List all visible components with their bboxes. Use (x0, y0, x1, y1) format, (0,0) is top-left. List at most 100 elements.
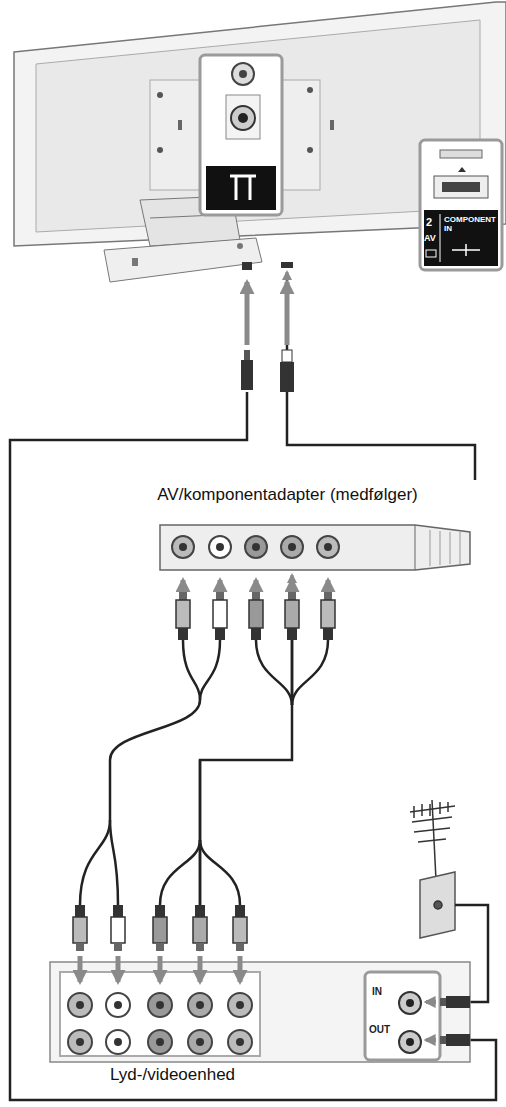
drawing-stroke (244, 350, 250, 360)
antenna-inset (200, 55, 282, 215)
drawing-stroke (179, 592, 187, 600)
drawing-stroke (114, 1001, 122, 1009)
drawing-stroke (116, 956, 121, 982)
drawing-stroke (452, 244, 480, 256)
drawing-stroke (193, 917, 207, 943)
drawing-stroke (80, 820, 110, 905)
part-label: AV/komponentadapter (medfølger) (157, 486, 417, 505)
av-device (50, 962, 470, 1062)
drawing-stroke (156, 1038, 164, 1046)
drawing-stroke (160, 525, 470, 570)
drawing-stroke (188, 993, 212, 1017)
antenna-plugs (426, 996, 470, 1046)
coax-cable (10, 392, 496, 1100)
drawing-stroke (440, 1036, 446, 1044)
drawing-stroke (252, 543, 260, 551)
drawing-stroke (430, 530, 460, 566)
port-label: IN (372, 986, 382, 997)
drawing-stroke (446, 996, 470, 1008)
drawing-stroke (426, 1000, 436, 1004)
drawing-stroke (406, 999, 414, 1007)
adapter-box: AV/komponentadapter (medfølger) (85, 480, 490, 575)
drawing-stroke (281, 262, 293, 268)
drawing-stroke (153, 917, 167, 943)
drawing-stroke (426, 1038, 436, 1042)
drawing-stroke (236, 1001, 244, 1009)
drawing-stroke (236, 943, 244, 951)
drawing-stroke (252, 592, 260, 600)
drawing-stroke (36, 20, 480, 232)
drawing-stroke (440, 214, 441, 262)
drawing-stroke (114, 1038, 122, 1046)
drawing-stroke (198, 956, 203, 982)
drawing-stroke (156, 943, 164, 951)
drawing-stroke (230, 176, 256, 200)
drawing-stroke (434, 176, 488, 198)
drawing-stroke (148, 1030, 172, 1054)
drawing-stroke (196, 1001, 204, 1009)
drawing-stroke (110, 700, 200, 820)
drawing-stroke (50, 962, 470, 1062)
drawing-stroke (330, 120, 334, 130)
drawing-stroke (254, 580, 259, 590)
drawing-stroke (237, 243, 243, 249)
drawing-stroke (75, 905, 85, 917)
drawing-stroke (245, 536, 267, 558)
drawing-stroke (200, 840, 240, 905)
drawing-stroke (290, 580, 295, 590)
port-label: COMPONENT IN (444, 216, 496, 234)
drawing-stroke (236, 1038, 244, 1046)
drawing-stroke (73, 917, 87, 943)
drawing-stroke (181, 580, 186, 590)
drawing-stroke (292, 640, 328, 705)
rca-plugs (73, 580, 335, 982)
drawing-stroke (281, 536, 303, 558)
drawing-stroke (176, 600, 190, 628)
drawing-stroke (235, 905, 245, 917)
drawing-stroke (106, 993, 130, 1017)
drawing-stroke (228, 993, 252, 1017)
drawing-stroke (156, 1001, 164, 1009)
drawing-stroke (282, 350, 292, 362)
drawing-stroke (317, 536, 339, 558)
drawing-stroke (157, 147, 163, 153)
drawing-stroke (324, 592, 332, 600)
port-label: OUT (369, 1024, 390, 1035)
drawing-stroke (76, 1038, 84, 1046)
drawing-stroke (321, 600, 335, 628)
drawing-stroke (155, 905, 165, 917)
drawing-stroke (213, 600, 227, 628)
drawing-stroke (195, 905, 205, 917)
drawing-stroke (196, 943, 204, 951)
drawing-stroke (238, 113, 248, 123)
drawing-stroke (399, 992, 421, 1014)
drawing-stroke (249, 600, 263, 628)
drawing-stroke (406, 1038, 414, 1046)
drawing-stroke (242, 262, 252, 270)
drawing-stroke (178, 120, 182, 130)
drawing-stroke (280, 362, 294, 392)
drawing-stroke (287, 628, 297, 640)
device-jacks (68, 993, 252, 1054)
drawing-stroke (216, 592, 224, 600)
drawing-stroke (106, 1030, 130, 1054)
drawing-stroke (206, 166, 276, 210)
drawing-stroke (324, 543, 332, 551)
drawing-stroke (399, 1031, 421, 1053)
drawing-stroke (307, 147, 313, 153)
drawing-stroke (104, 238, 262, 282)
drawing-stroke (458, 167, 466, 172)
drawing-stroke (200, 55, 282, 215)
drawing-stroke (426, 250, 436, 257)
drawing-stroke (231, 106, 255, 130)
drawing-stroke (239, 70, 247, 78)
tv-plugs (241, 282, 294, 392)
drawing-stroke (78, 956, 83, 982)
drawing-stroke (365, 972, 440, 1060)
drawing-stroke (420, 872, 455, 938)
drawing-stroke (114, 943, 122, 951)
drawing-stroke (241, 360, 253, 390)
drawing-stroke (218, 580, 223, 590)
drawing-stroke (110, 820, 118, 905)
drawing-stroke (148, 993, 172, 1017)
